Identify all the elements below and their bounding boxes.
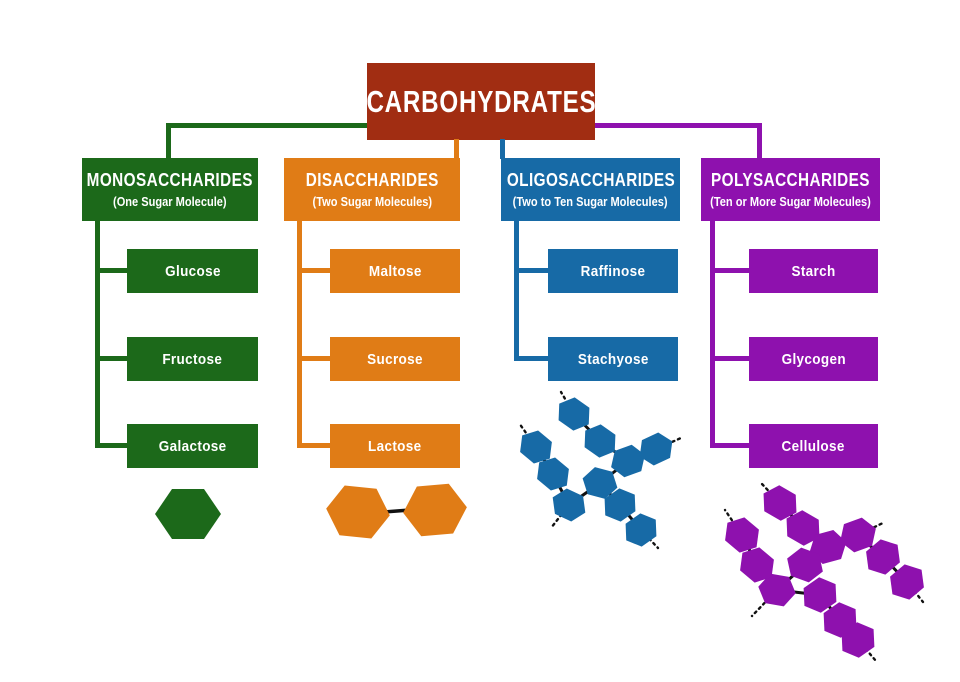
node-label: Galactose (158, 437, 227, 455)
connector-root-to-polysaccharides-vertical (757, 123, 762, 159)
stub-starch (710, 268, 749, 273)
stub-stachyose (514, 356, 548, 361)
node-raffinose: Raffinose (548, 249, 678, 293)
stub-fructose (95, 356, 128, 361)
stub-glucose (95, 268, 128, 273)
monosaccharide-molecule-icon (155, 489, 221, 539)
category-subtitle: (One Sugar Molecule) (113, 194, 227, 209)
connector-root-to-polysaccharides-horizontal (595, 123, 762, 128)
category-header-monosaccharides: MONOSACCHARIDES (One Sugar Molecule) (82, 158, 258, 221)
category-name: MONOSACCHARIDES (86, 170, 254, 190)
node-galactose: Galactose (127, 424, 258, 468)
stub-sucrose (297, 356, 331, 361)
connector-root-to-oligosaccharides (500, 139, 505, 159)
node-label: Sucrose (367, 350, 423, 368)
polysaccharide-molecule-icon (723, 482, 925, 663)
category-header-disaccharides: DISACCHARIDES (Two Sugar Molecules) (284, 158, 460, 221)
node-label: Glycogen (781, 350, 846, 368)
stub-lactose (297, 443, 331, 448)
connector-root-to-disaccharides (454, 139, 459, 159)
spine-monosaccharides (95, 221, 100, 448)
category-name: OLIGOSACCHARIDES (506, 170, 675, 190)
stub-glycogen (710, 356, 749, 361)
connector-root-to-monosaccharides-vertical (166, 123, 171, 159)
stub-cellulose (710, 443, 749, 448)
node-label: Lactose (368, 437, 422, 455)
category-subtitle: (Two Sugar Molecules) (312, 194, 432, 209)
category-subtitle: (Ten or More Sugar Molecules) (710, 194, 871, 209)
category-subtitle: (Two to Ten Sugar Molecules) (513, 194, 668, 209)
node-label: Starch (791, 262, 836, 280)
node-cellulose: Cellulose (749, 424, 878, 468)
spine-disaccharides (297, 221, 302, 448)
node-label: Raffinose (580, 262, 646, 280)
node-label: Cellulose (781, 437, 846, 455)
node-label: Maltose (368, 262, 422, 280)
oligosaccharide-molecule-icon (517, 390, 683, 550)
spine-oligosaccharides (514, 221, 519, 361)
node-label: Stachyose (577, 350, 649, 368)
node-label: Fructose (162, 350, 223, 368)
category-name: POLYSACCHARIDES (711, 170, 870, 190)
root-node-carbohydrates: CARBOHYDRATES (366, 63, 597, 140)
connector-root-to-monosaccharides-horizontal (166, 123, 367, 128)
disaccharide-molecule-icon (326, 483, 467, 539)
category-header-oligosaccharides: OLIGOSACCHARIDES (Two to Ten Sugar Molec… (501, 158, 680, 221)
root-node-label: CARBOHYDRATES (366, 83, 597, 119)
spine-polysaccharides (710, 221, 715, 448)
category-header-polysaccharides: POLYSACCHARIDES (Ten or More Sugar Molec… (701, 158, 880, 221)
node-maltose: Maltose (330, 249, 460, 293)
node-label: Glucose (164, 262, 221, 280)
stub-galactose (95, 443, 128, 448)
stub-maltose (297, 268, 331, 273)
node-starch: Starch (749, 249, 878, 293)
node-glucose: Glucose (127, 249, 258, 293)
node-stachyose: Stachyose (548, 337, 678, 381)
stub-raffinose (514, 268, 548, 273)
node-sucrose: Sucrose (330, 337, 460, 381)
category-name: DISACCHARIDES (305, 170, 439, 190)
node-fructose: Fructose (127, 337, 258, 381)
node-lactose: Lactose (330, 424, 460, 468)
node-glycogen: Glycogen (749, 337, 878, 381)
